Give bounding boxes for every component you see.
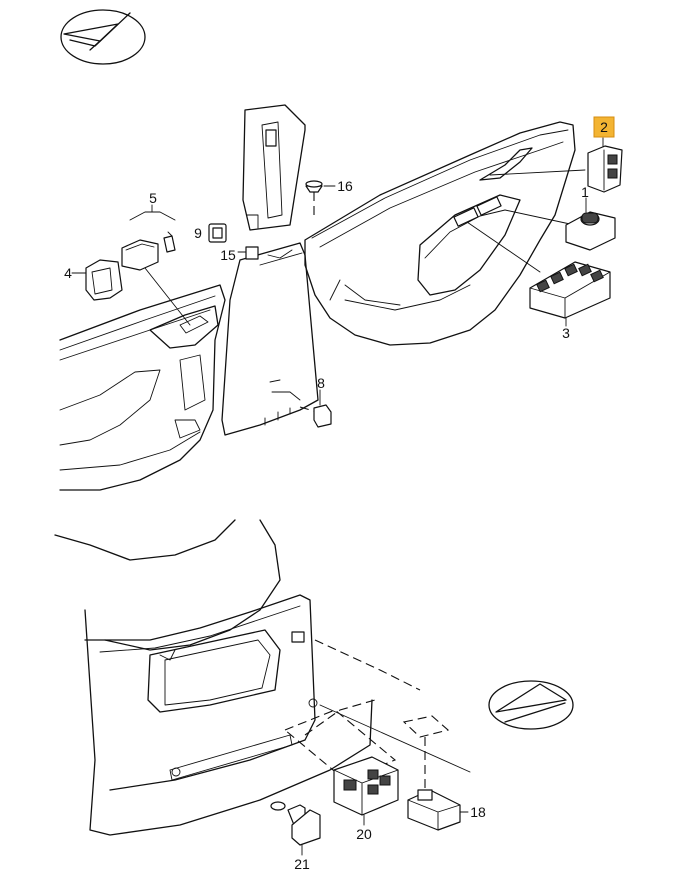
cover-part-9 <box>208 223 227 243</box>
switch-part-20 <box>333 756 399 826</box>
rear-door-panel <box>59 284 226 491</box>
b-pillar-trim <box>221 104 319 436</box>
clip-part-16 <box>305 180 336 215</box>
rear-trim-panel <box>54 519 373 836</box>
mirror-switch-part-1 <box>565 197 616 251</box>
switch-part-5 <box>121 204 176 271</box>
callout-18: 18 <box>470 804 486 820</box>
callout-3: 3 <box>562 325 570 341</box>
callout-1: 1 <box>581 184 589 200</box>
window-switch-part-3 <box>529 261 611 327</box>
callout-2: 2 <box>600 119 608 135</box>
front-door-panel <box>304 121 576 346</box>
switch-part-18 <box>407 789 469 831</box>
highlight-marker <box>593 116 615 138</box>
callout-20: 20 <box>356 826 372 842</box>
callout-16: 16 <box>337 178 353 194</box>
clip-part-15 <box>237 246 259 260</box>
callout-4: 4 <box>64 265 72 281</box>
callout-21: 21 <box>294 856 310 872</box>
compass-arrow-icon <box>488 680 574 730</box>
knob-part-21 <box>270 801 321 856</box>
switch-part-2 <box>587 137 623 193</box>
callout-15: 15 <box>220 247 236 263</box>
checkmark-logo-icon <box>60 9 146 65</box>
block-part-8 <box>299 389 332 428</box>
callout-9: 9 <box>194 225 202 241</box>
callout-5: 5 <box>149 190 157 206</box>
callout-8: 8 <box>317 375 325 391</box>
switch-part-4 <box>71 259 123 301</box>
